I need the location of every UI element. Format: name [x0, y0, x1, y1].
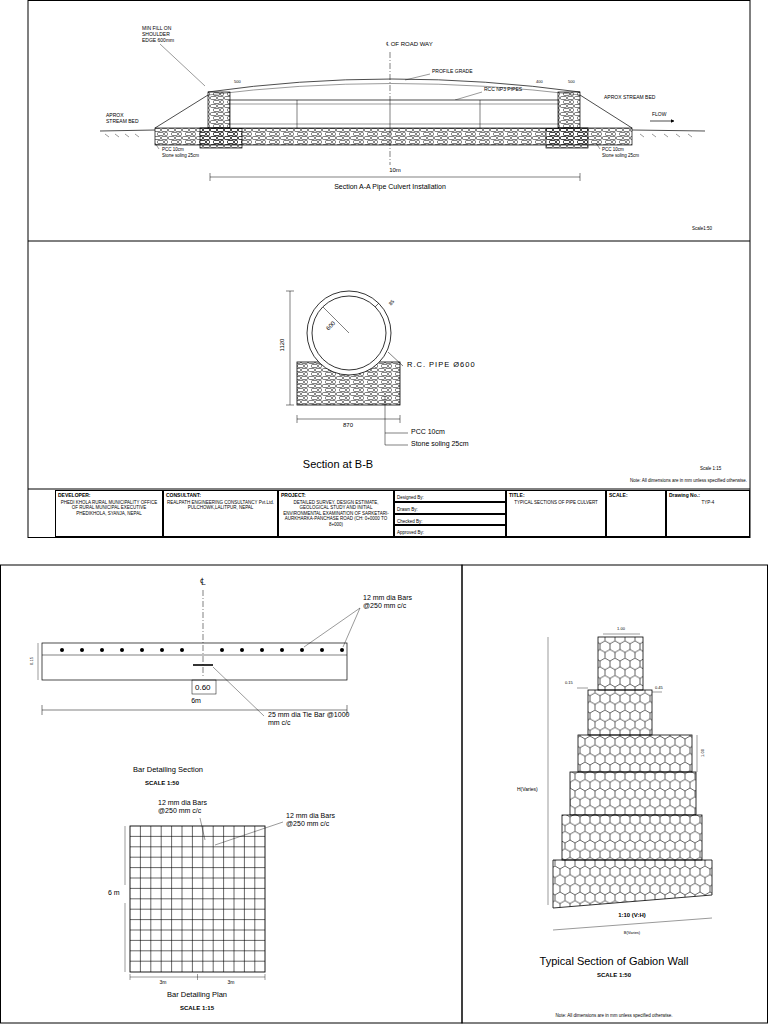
title-block-cell: TITLE: TYPICAL SECTIONS OF PIPE CULVERT	[506, 490, 606, 537]
drawing-label: Stone soling 25cm	[411, 440, 469, 448]
drawing-label: RCC NP3 PIPES	[484, 87, 522, 93]
drawing-label: 3m	[228, 980, 235, 986]
drawing-label: PROFILE GRADE	[432, 69, 473, 75]
drawing-label: Stone soling 25cm	[162, 153, 199, 158]
drawing-label: H(Varies)	[517, 787, 538, 793]
drawing-label: 500	[234, 80, 241, 85]
gabion-wall	[548, 634, 712, 930]
drawing-label: 1:10 (V:H)	[616, 912, 648, 919]
drawing-label: PCC 10cm	[411, 428, 445, 436]
drawing-label: Note: All dimensions are in mm unless sp…	[630, 478, 747, 483]
cell-heading: DEVELOPER:	[58, 492, 160, 498]
title-block-cell: Approved By:	[394, 525, 506, 537]
title-block-cell: Designed By:	[394, 490, 506, 502]
cell-heading: CONSULTANT:	[166, 492, 275, 498]
drawing-label: ℄ OF ROAD WAY	[386, 41, 433, 48]
drawing-label: APROX STREAM BED	[106, 113, 144, 125]
drawing-label: SCALE 1:50	[597, 972, 631, 979]
drawing-label: 1.00	[701, 749, 706, 757]
cell-heading: SCALE:	[609, 492, 663, 498]
drawing-label: R.C. PIPE Ø600	[407, 361, 476, 370]
drawing-label: 12 mm dia Bars @250 mm c/c	[363, 594, 431, 610]
drawing-label: 12 mm dia Bars @250 mm c/c	[286, 812, 354, 828]
cell-heading: Drawing No.:	[669, 492, 747, 498]
bar-detailing-plan	[125, 818, 283, 980]
cell-heading: Drawn By:	[397, 507, 503, 512]
drawing-label: 0.60	[195, 683, 211, 692]
drawing-label: 10m	[389, 167, 401, 174]
drawing-label: Typical Section of Gabion Wall	[540, 955, 689, 968]
drawing-label: PCC 10cm	[162, 147, 184, 152]
drawing-label: Scale1:50	[692, 226, 712, 231]
section-a-a	[100, 44, 705, 181]
drawing-label: MIN FILL ON SHOULDER EDGE 600mm	[142, 26, 184, 43]
drawing-label: APROX STREAM BED	[604, 95, 655, 101]
title-block-cell: CONSULTANT: REALPATH ENGINEERING CONSULTA…	[163, 490, 278, 537]
cell-text: DETAILED SURVEY, DESIGN ESTIMATE, GEOLOG…	[281, 500, 391, 527]
cell-text: TYP-4	[669, 500, 747, 505]
drawing-label: 1.00	[617, 627, 625, 632]
drawing-label: 600	[325, 320, 337, 332]
drawing-label: Stone soling 25cm	[602, 153, 639, 158]
title-block-cell: SCALE:	[606, 490, 666, 537]
drawing-label: 0.45	[655, 686, 663, 691]
drawing-label: Bar Detailing Section	[133, 766, 203, 775]
drawing-label: PCC 10cm	[602, 147, 624, 152]
drawing-label: Section A-A Pipe Culvert Installation	[334, 183, 446, 191]
cell-heading: Designed By:	[397, 495, 503, 500]
drawing-label: 0.15	[565, 681, 573, 686]
drawing-label: 1120	[279, 339, 286, 352]
cell-text: PHEDI KHOLA RURAL MUNICIPALITY OFFICE OF…	[58, 500, 160, 516]
drawing-label: 6 m	[108, 889, 120, 897]
cell-text: REALPATH ENGINEERING CONSULTANCY Pvt.Ltd…	[166, 500, 275, 511]
title-block-cell: PROJECT: DETAILED SURVEY, DESIGN ESTIMATE…	[278, 490, 394, 537]
cell-heading: TITLE:	[509, 492, 603, 498]
section-b-b	[286, 291, 408, 445]
drawing-label: FLOW	[652, 112, 666, 118]
drawing-label: SCALE 1:15	[180, 1005, 214, 1012]
drawing-label: 0.15	[30, 657, 35, 665]
drawing-label: Note: All dimensions are in mm unless sp…	[555, 1013, 672, 1018]
title-block-cell: Drawn By:	[394, 502, 506, 514]
drawing-label: 25 mm dia Tie Bar @1000 mm c/c	[268, 711, 360, 727]
drawing-label: 12 mm dia Bars @250 mm c/c	[158, 799, 226, 815]
drawing-label: 870	[343, 422, 353, 429]
drawing-label: Bar Detailing Plan	[167, 991, 227, 1000]
cell-text: TYPICAL SECTIONS OF PIPE CULVERT	[509, 500, 603, 505]
drawing-label: 3m	[160, 980, 167, 986]
bar-detailing-section	[38, 590, 360, 716]
drawing-label: 6m	[191, 697, 201, 705]
drawing-label: 400	[536, 80, 543, 85]
drawing-label: 85	[388, 299, 396, 307]
title-block-cell: Checked By:	[394, 514, 506, 525]
cell-heading: PROJECT:	[281, 492, 391, 498]
drawing-label: SCALE 1:50	[145, 780, 179, 787]
drawing-label: 500	[568, 80, 575, 85]
drawing-label: Scale 1:15	[700, 466, 721, 471]
drawing-label: B(Varies)	[624, 931, 640, 936]
title-block-cell: DEVELOPER: PHEDI KHOLA RURAL MUNICIPALITY…	[55, 490, 163, 537]
title-block-cell: Drawing No.: TYP-4	[666, 490, 750, 537]
cell-heading: Checked By:	[397, 519, 503, 524]
drawing-label: Section at B-B	[303, 458, 373, 471]
cell-heading: Approved By:	[397, 530, 503, 535]
drawing-label: ℄	[200, 576, 206, 588]
